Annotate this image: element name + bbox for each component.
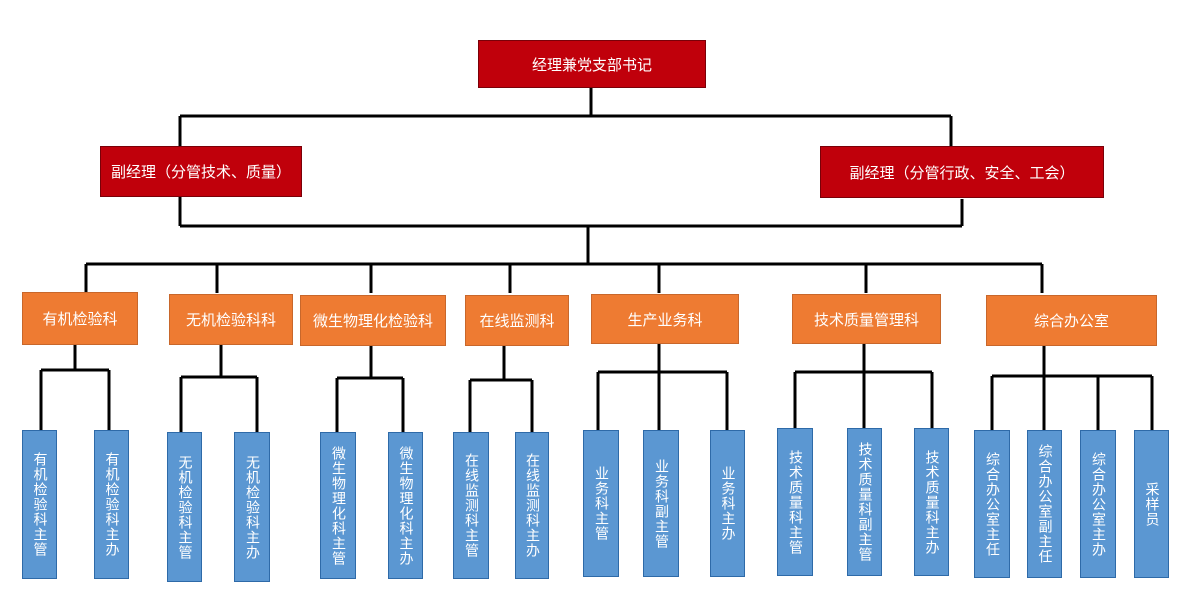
dept-label: 生产业务科 — [627, 310, 703, 329]
staff-box: 微生物理化科主管 — [320, 432, 356, 579]
root-label: 经理兼党支部书记 — [531, 55, 652, 74]
staff-box: 在线监测科主办 — [515, 432, 549, 579]
deputy-box-tech: 副经理（分管技术、质量） — [100, 146, 302, 197]
staff-label: 业务科副主管 — [653, 458, 669, 549]
dept-box: 无机检验科科 — [169, 294, 293, 345]
staff-label: 有机检验科主管 — [31, 452, 48, 557]
staff-label: 无机检验科主办 — [244, 454, 260, 560]
staff-label: 技术质量科主管 — [787, 449, 803, 555]
staff-label: 无机检验科主管 — [176, 454, 193, 560]
staff-label: 在线监测科主办 — [524, 453, 540, 558]
staff-box: 技术质量科主办 — [914, 428, 949, 576]
staff-box: 业务科主办 — [710, 430, 745, 577]
dept-box: 有机检验科 — [22, 292, 138, 345]
staff-label: 综合办公室主任 — [984, 451, 1000, 557]
staff-label: 技术质量科副主管 — [856, 442, 873, 562]
staff-box: 综合办公室主任 — [974, 430, 1010, 578]
staff-box: 有机检验科主办 — [94, 430, 129, 579]
staff-label: 业务科主管 — [593, 466, 609, 541]
deputy-box-admin: 副经理（分管行政、安全、工会） — [820, 146, 1104, 198]
staff-box: 在线监测科主管 — [453, 432, 489, 579]
dept-label: 综合办公室 — [1033, 312, 1109, 330]
staff-box: 无机检验科主办 — [234, 432, 270, 582]
staff-box: 业务科主管 — [583, 430, 619, 577]
dept-label: 技术质量管理科 — [813, 310, 919, 329]
staff-box: 无机检验科主管 — [167, 432, 202, 582]
dept-box: 微生物理化检验科 — [300, 295, 446, 346]
staff-label: 综合办公室主办 — [1090, 451, 1106, 557]
staff-box: 业务科副主管 — [643, 430, 679, 577]
staff-box: 微生物理化科主办 — [388, 432, 423, 579]
dept-label: 微生物理化检验科 — [312, 312, 433, 330]
staff-box: 技术质量科副主管 — [847, 428, 882, 576]
root-box: 经理兼党支部书记 — [478, 40, 706, 88]
staff-label: 综合办公室副主任 — [1036, 444, 1053, 564]
staff-label: 微生物理化科主办 — [397, 445, 414, 566]
staff-label: 技术质量科主办 — [923, 449, 940, 555]
staff-box: 技术质量科主管 — [777, 428, 813, 576]
staff-box: 有机检验科主管 — [22, 430, 57, 579]
dept-label: 在线监测科 — [479, 312, 555, 330]
staff-label: 业务科主办 — [719, 466, 736, 541]
dept-box: 在线监测科 — [465, 295, 569, 346]
staff-box: 综合办公室副主任 — [1027, 430, 1062, 578]
dept-box: 生产业务科 — [591, 294, 739, 344]
staff-label: 在线监测科主管 — [463, 453, 479, 558]
staff-label: 微生物理化科主管 — [330, 445, 346, 566]
deputy-label: 副经理（分管行政、安全、工会） — [849, 163, 1075, 182]
staff-label: 采样员 — [1143, 481, 1160, 527]
dept-box: 综合办公室 — [986, 295, 1157, 346]
staff-label: 有机检验科主办 — [103, 452, 120, 557]
dept-label: 有机检验科 — [42, 310, 118, 328]
dept-label: 无机检验科科 — [185, 311, 276, 329]
staff-box: 综合办公室主办 — [1080, 430, 1116, 578]
staff-box: 采样员 — [1134, 430, 1169, 578]
dept-box: 技术质量管理科 — [792, 294, 941, 344]
deputy-label: 副经理（分管技术、质量） — [110, 163, 291, 181]
